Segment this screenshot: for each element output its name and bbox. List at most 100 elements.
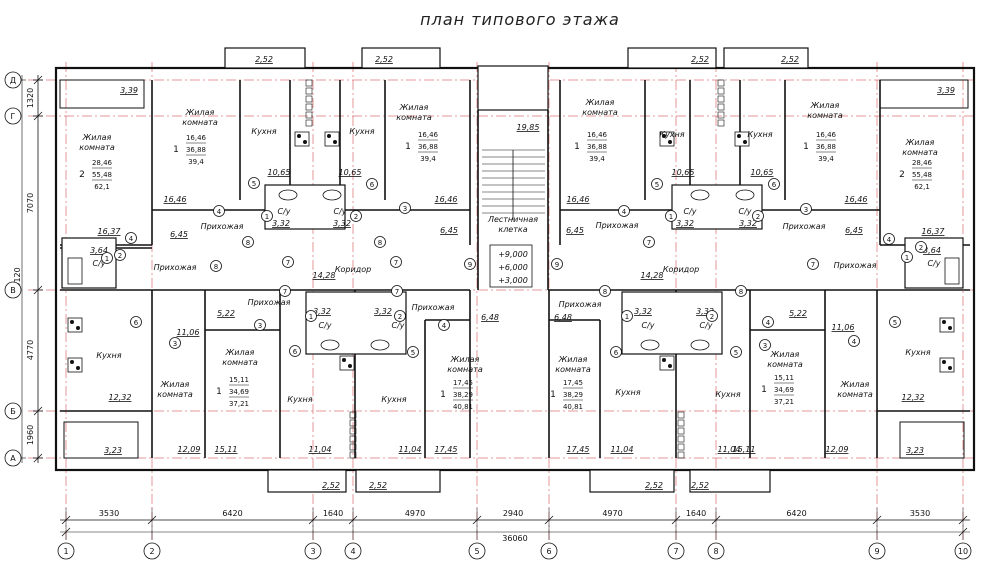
bathtub-icon	[320, 339, 340, 351]
room-number: 8	[378, 239, 382, 247]
area-value: 10,65	[268, 168, 291, 177]
apartment-type: 1	[173, 145, 179, 155]
axis-label: 1	[63, 547, 68, 556]
area-value: 15,11	[733, 445, 756, 454]
axis-bubble	[4, 402, 22, 420]
stair-label: клетка	[498, 225, 527, 234]
room-name: Жилая	[558, 355, 588, 364]
area-value: 3,39	[120, 86, 138, 95]
room-number-marker	[762, 316, 774, 328]
room-name: Жилая	[160, 380, 190, 389]
dimension-tick	[61, 527, 71, 537]
dimension-tick	[872, 515, 882, 525]
dimension-label: 7070	[26, 193, 35, 213]
balcony	[589, 469, 675, 493]
apartment-area: 36,88	[186, 146, 206, 154]
area-value: 2,52	[691, 481, 709, 490]
room-number-marker	[282, 256, 294, 268]
apartment-area: 15,11	[229, 376, 249, 384]
dimension-label: 2940	[503, 509, 523, 518]
room-number: 4	[622, 208, 627, 216]
area-value: 3,64	[923, 246, 941, 255]
axis-bubble	[4, 107, 22, 125]
room-number: 1	[309, 313, 313, 321]
stove-icon	[662, 134, 666, 138]
vent-shaft	[717, 79, 725, 87]
room-number: 1	[669, 213, 673, 221]
room-number: 8	[214, 263, 218, 271]
dimension-label: 4970	[405, 509, 425, 518]
room-number-marker	[210, 260, 222, 272]
room-number-marker	[394, 310, 406, 322]
room-number-marker	[621, 310, 633, 322]
room-name: С/у	[92, 259, 105, 268]
room-name: Кухня	[96, 351, 121, 360]
room-name: комната	[157, 390, 193, 399]
room-number: 3	[804, 206, 808, 214]
area-value: 3,32	[272, 219, 290, 228]
bathroom	[904, 237, 964, 289]
room-name: С/у	[927, 259, 940, 268]
apartment-area: 40,81	[453, 403, 473, 411]
room-number: 1	[625, 313, 629, 321]
area-value: 3,32	[696, 307, 714, 316]
axis-bubble	[868, 542, 886, 560]
room-name: Жилая	[585, 98, 615, 107]
apartment-area: 38,29	[453, 391, 473, 399]
area-value: 2,52	[375, 55, 393, 64]
apartment-area: 36,88	[587, 143, 607, 151]
area-value: 17,45	[567, 445, 590, 454]
apartment-area: 37,21	[774, 398, 794, 406]
area-value: 5,22	[789, 309, 807, 318]
room-number-marker	[551, 258, 563, 270]
dimension-tick	[958, 527, 968, 537]
axis-label: 6	[546, 547, 551, 556]
room-name: Жилая	[840, 380, 870, 389]
axis-label: 3	[310, 547, 315, 556]
axis-label: 5	[474, 547, 479, 556]
room-name: комната	[222, 358, 258, 367]
vent-shaft	[349, 411, 357, 419]
apartment-area: 39,4	[420, 155, 436, 163]
bathroom	[305, 291, 407, 355]
room-number-marker	[279, 285, 291, 297]
room-number: 9	[555, 261, 559, 269]
apartment-type: 1	[574, 142, 580, 152]
room-number-marker	[213, 205, 225, 217]
room-number-marker	[768, 178, 780, 190]
axis-label: 8	[713, 547, 718, 556]
room-name: Прихожая	[248, 298, 291, 307]
room-name: С/у	[683, 207, 696, 216]
area-value: 11,04	[309, 445, 332, 454]
area-value: 3,23	[906, 446, 924, 455]
room-name: С/у	[391, 321, 404, 330]
room-number: 2	[354, 213, 358, 221]
vent-shaft	[717, 103, 725, 111]
dimension-label: 4970	[602, 509, 622, 518]
area-value: 11,04	[718, 445, 741, 454]
area-value: 16,46	[435, 195, 458, 204]
room-number-marker	[651, 178, 663, 190]
area-value: 3,23	[104, 446, 122, 455]
apartment-area: 39,4	[589, 155, 605, 163]
room-number: 2	[710, 313, 714, 321]
axis-label: 10	[958, 547, 968, 556]
room-number-marker	[169, 337, 181, 349]
room-name: Кухня	[715, 390, 740, 399]
vent-shaft	[677, 419, 685, 427]
apartment-area: 36,88	[816, 143, 836, 151]
stove-icon	[67, 357, 83, 373]
apartment-area: 28,46	[912, 159, 933, 167]
vent-shaft	[349, 443, 357, 451]
stove-icon	[659, 355, 675, 371]
area-value: 3,32	[676, 219, 694, 228]
area-value: 16,46	[567, 195, 590, 204]
vent-shaft	[305, 79, 313, 87]
loggia	[899, 421, 965, 459]
area-value: 16,46	[164, 195, 187, 204]
dimension-tick	[33, 111, 43, 121]
stove-icon	[339, 355, 355, 371]
room-number: 2	[756, 213, 760, 221]
dimension-label: 1320	[26, 88, 35, 108]
room-name: комната	[396, 113, 432, 122]
